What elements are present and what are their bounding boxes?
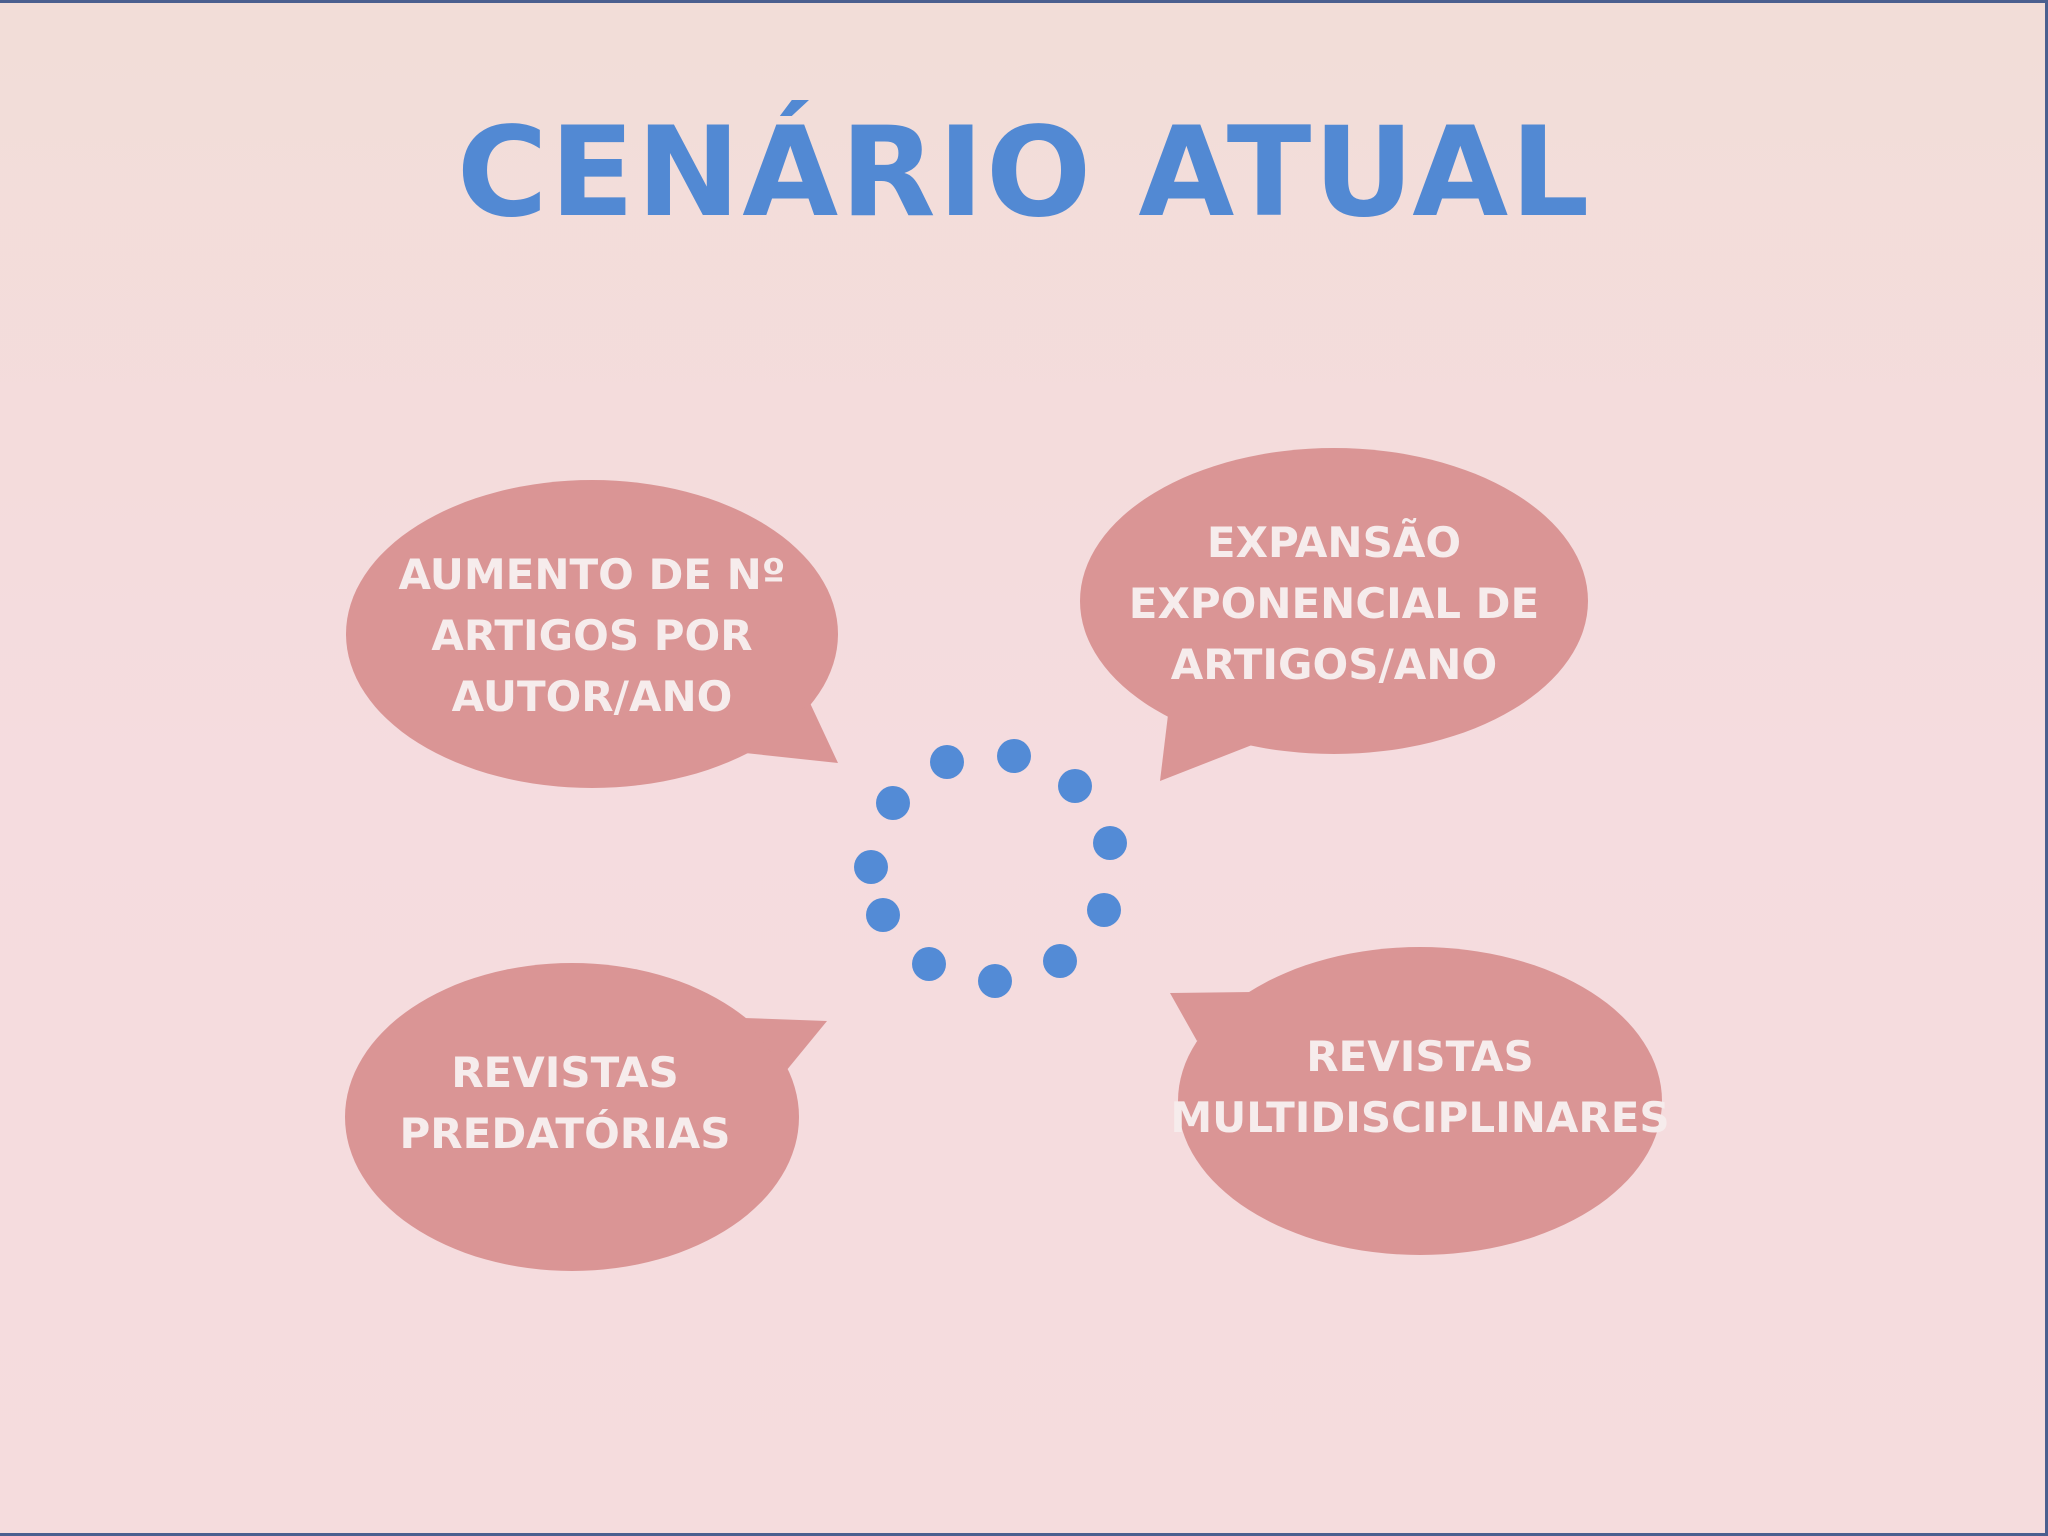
diagram: [345, 448, 1662, 1271]
bubble-text-top-right: EXPANSÃO EXPONENCIAL DE ARTIGOS/ANO: [1128, 517, 1540, 689]
speech-bubble-top-right: [1080, 448, 1588, 781]
circle-dot: [866, 898, 900, 932]
dotted-circle: [854, 739, 1127, 998]
speech-bubble-bottom-right: [1170, 947, 1662, 1255]
circle-dot: [854, 850, 888, 884]
speech-bubble-top-left: [346, 480, 838, 788]
circle-dot: [1058, 769, 1092, 803]
circle-dot: [876, 786, 910, 820]
speech-bubble-bottom-left: [345, 963, 827, 1271]
slide-title: CENÁRIO ATUAL: [456, 101, 1592, 245]
bubble-text-bottom-right: REVISTAS MULTIDISCIPLINARES: [1170, 1032, 1670, 1142]
circle-dot: [912, 947, 946, 981]
bubble-text-bottom-left: REVISTAS PREDATÓRIAS: [399, 1048, 731, 1158]
circle-dot: [997, 739, 1031, 773]
circle-dot: [1043, 944, 1077, 978]
bubble-text-top-left: AUMENTO DE Nº ARTIGOS POR AUTOR/ANO: [398, 549, 786, 721]
circle-dot: [978, 964, 1012, 998]
circle-dot: [930, 745, 964, 779]
circle-dot: [1087, 893, 1121, 927]
circle-dot: [1093, 826, 1127, 860]
